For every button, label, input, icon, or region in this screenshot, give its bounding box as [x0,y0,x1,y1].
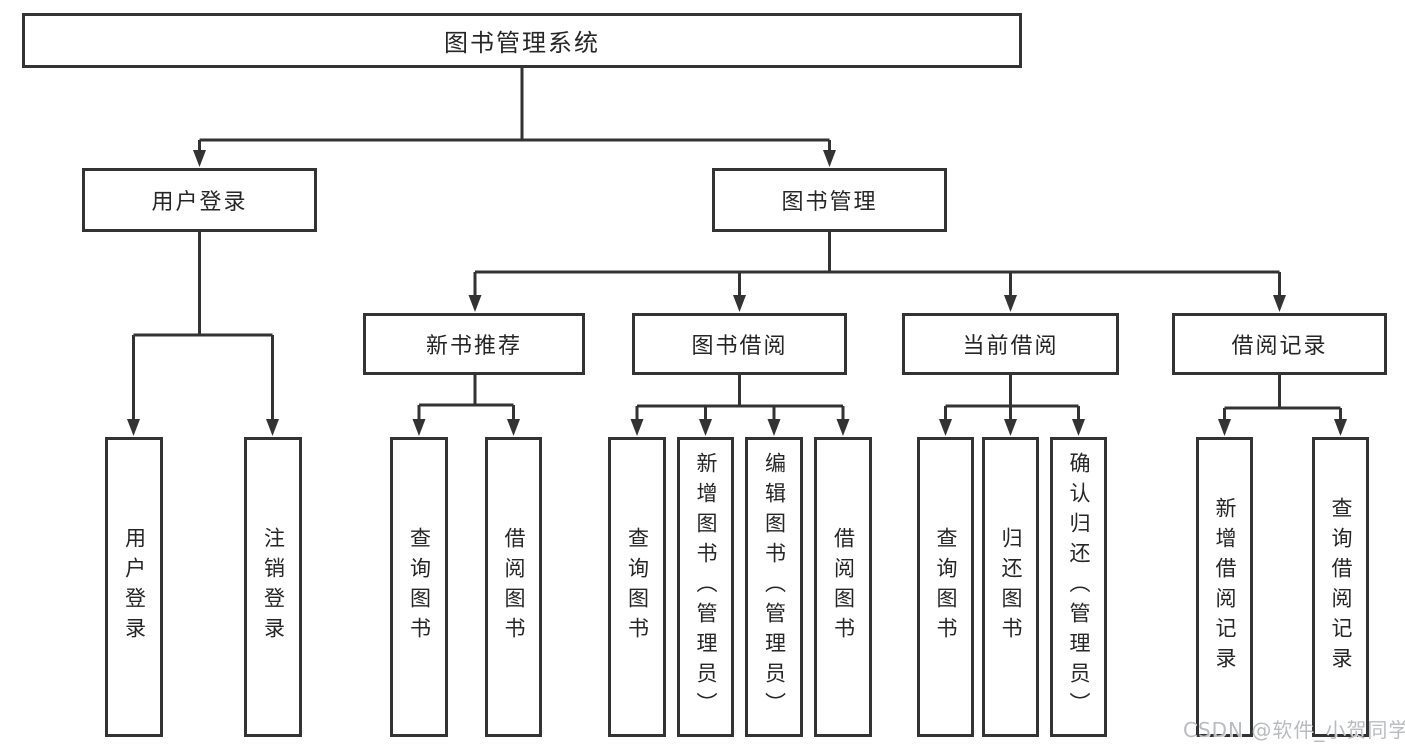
leaf-confirm-return-admin: 确认归还（管理员） [1050,437,1107,737]
leaf-label: 查询图书 [625,527,650,647]
leaf-label: 借阅图书 [831,527,856,647]
arrowhead-icon [1004,419,1017,436]
arrowhead-icon [266,419,279,436]
leaf-label: 新增图书（管理员） [694,452,718,722]
leaf-query-books-recommend: 查询图书 [390,437,448,737]
csdn-watermark: CSDN @软件_小贺同学 [1183,718,1405,742]
leaf-label: 用户登录 [122,527,147,647]
arrowhead-icon [468,295,482,312]
node-new-book-recommend: 新书推荐 [363,313,585,375]
tree-edges [132,68,1342,424]
leaf-borrow-books: 借阅图书 [814,437,872,737]
arrowhead-icon [412,419,426,436]
leaf-label: 归还图书 [999,527,1023,647]
arrowheads [127,150,1347,436]
node-book-management: 图书管理 [712,168,947,232]
node-label: 新书推荐 [425,334,522,359]
node-current-borrowing: 当前借阅 [902,313,1119,375]
arrowhead-icon [1334,419,1347,436]
leaf-borrow-books-recommend: 借阅图书 [485,437,542,737]
arrowhead-icon [699,419,712,436]
leaf-add-books-admin: 新增图书（管理员） [677,437,734,737]
arrowhead-icon [1072,419,1085,436]
node-label: 图书借阅 [691,334,788,359]
leaf-label: 确认归还（管理员） [1067,452,1091,722]
arrowhead-icon [1273,295,1286,312]
leaf-edit-books-admin: 编辑图书（管理员） [745,437,803,737]
leaf-logout: 注销登录 [244,437,302,737]
node-borrowing-records: 借阅记录 [1172,313,1387,375]
arrowhead-icon [193,150,206,167]
leaf-label: 注销登录 [261,527,286,647]
arrowhead-icon [733,295,746,312]
node-library-management-system: 图书管理系统 [22,13,1022,68]
leaf-label: 查询图书 [407,527,432,647]
arrowhead-icon [507,419,520,436]
leaf-query-books-current: 查询图书 [917,437,974,737]
arrowhead-icon [823,150,836,167]
leaf-label: 编辑图书（管理员） [762,452,787,722]
arrowhead-icon [1004,295,1017,312]
arrowhead-icon [127,419,140,436]
node-label: 用户登录 [151,190,248,215]
leaf-add-borrow-record: 新增借阅记录 [1196,437,1253,737]
leaf-return-books: 归还图书 [982,437,1039,737]
leaf-query-books-borrowing: 查询图书 [608,437,666,737]
leaf-label: 查询图书 [934,527,958,647]
node-label: 图书管理系统 [444,29,600,57]
arrowhead-icon [939,419,952,436]
node-label: 借阅记录 [1231,334,1328,359]
leaf-query-borrow-record: 查询借阅记录 [1312,437,1369,737]
node-label: 图书管理 [781,190,878,215]
leaf-label: 借阅图书 [502,527,526,647]
arrowhead-icon [1218,419,1231,436]
leaf-user-login: 用户登录 [105,437,163,737]
arrowhead-icon [836,419,850,436]
node-label: 当前借阅 [962,334,1059,359]
arrowhead-icon [630,419,644,436]
node-user-login: 用户登录 [82,168,317,232]
arrowhead-icon [767,419,781,436]
leaf-label: 查询借阅记录 [1329,497,1353,677]
leaf-label: 新增借阅记录 [1213,497,1237,677]
node-book-borrowing: 图书借阅 [632,313,847,375]
